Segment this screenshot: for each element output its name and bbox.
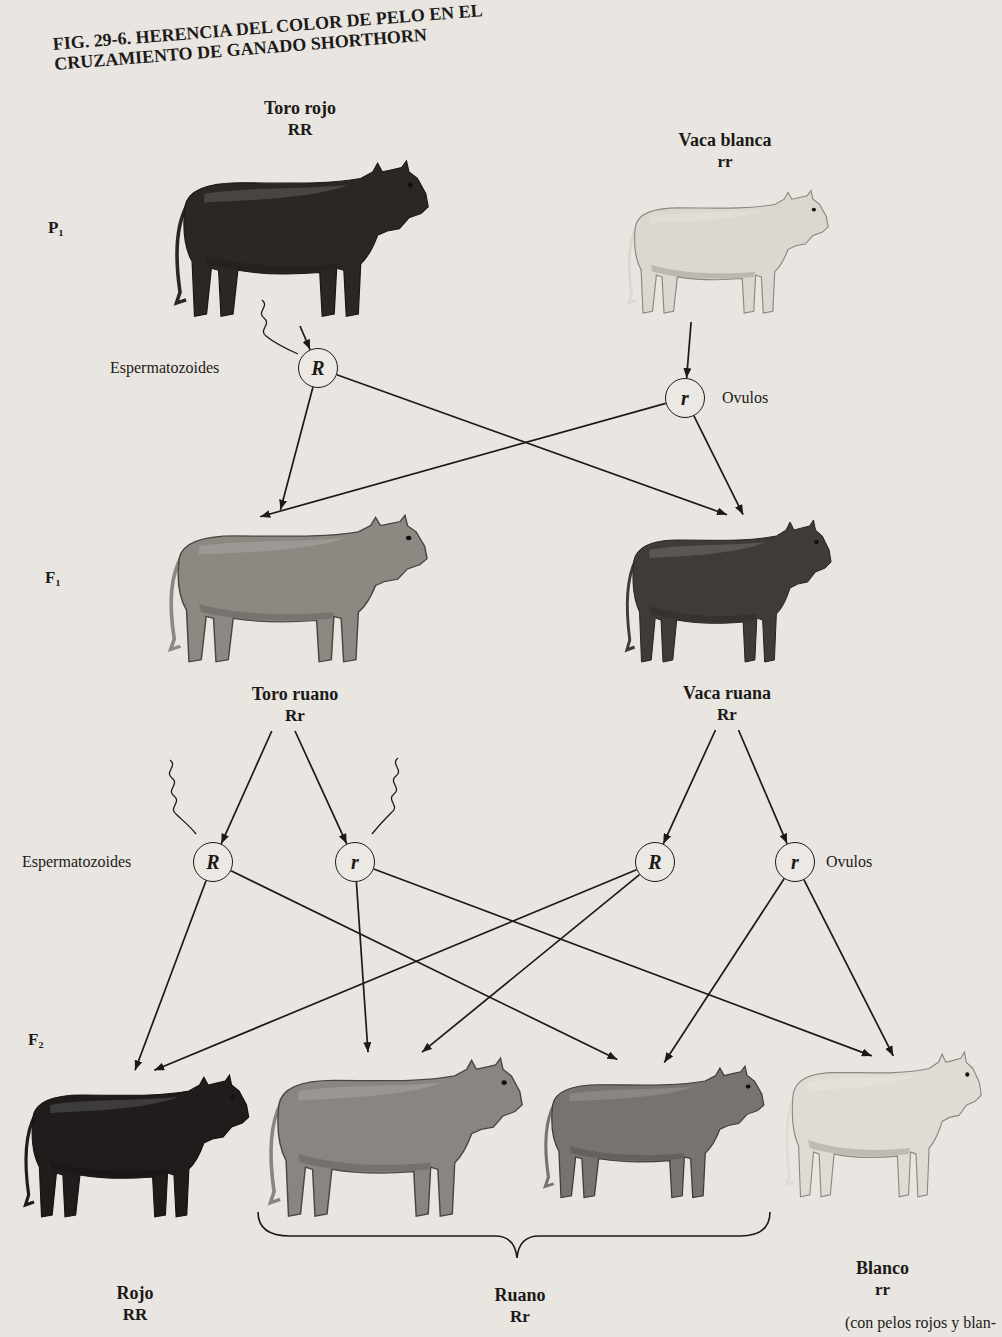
phenotype-label: Rojo bbox=[117, 1283, 154, 1304]
inheritance-arrow bbox=[295, 731, 347, 844]
generation-label: F₁ bbox=[45, 568, 60, 587]
gamete-circle: r bbox=[665, 378, 705, 418]
allele-letter: r bbox=[351, 852, 359, 872]
genotype-label: Rr bbox=[285, 705, 305, 726]
animal-figure: Vaca blancarr bbox=[612, 130, 838, 322]
sperm-tail bbox=[169, 760, 196, 834]
gamete-circle: R bbox=[193, 842, 233, 882]
inheritance-arrow bbox=[356, 882, 368, 1052]
genotype-label: RR bbox=[123, 1304, 148, 1325]
animal-figure: RojoRR bbox=[15, 1065, 255, 1330]
allele-letter: r bbox=[681, 388, 689, 408]
gamete-circle: R bbox=[298, 348, 338, 388]
gamete-circle: r bbox=[775, 842, 815, 882]
allele-letter: R bbox=[648, 852, 661, 872]
inheritance-arrow bbox=[337, 375, 727, 515]
gamete-type-label: Ovulos bbox=[826, 852, 872, 871]
roan-bull bbox=[171, 515, 428, 661]
genotype-label: RR bbox=[288, 119, 313, 140]
animal-figure: Vaca ruanaRr bbox=[612, 508, 842, 730]
animal-figure: Toro ruanoRr bbox=[150, 503, 440, 731]
phenotype-label: Toro rojo bbox=[264, 98, 336, 119]
inheritance-arrow bbox=[300, 326, 310, 350]
inheritance-arrow bbox=[231, 871, 617, 1060]
phenotype-label: Blanco bbox=[856, 1258, 909, 1279]
inheritance-arrow bbox=[804, 880, 893, 1056]
allele-letter: R bbox=[206, 852, 219, 872]
roan-cow bbox=[627, 520, 831, 662]
sperm-tail bbox=[372, 758, 399, 834]
page-text: (con pelos rojos y blan- bbox=[845, 1313, 996, 1332]
allele-letter: r bbox=[791, 852, 799, 872]
genotype-label: Rr bbox=[510, 1306, 530, 1327]
generation-label: P₁ bbox=[48, 218, 63, 237]
gamete-type-label: Ovulos bbox=[722, 388, 768, 407]
red-bull bbox=[176, 161, 428, 316]
inheritance-arrow bbox=[154, 870, 636, 1071]
inheritance-arrow bbox=[663, 730, 715, 844]
inheritance-arrow bbox=[422, 875, 640, 1053]
figure-title: FIG. 29-6. HERENCIA DEL COLOR DE PELO EN… bbox=[52, 0, 579, 74]
phenotype-label: Vaca ruana bbox=[683, 683, 771, 704]
inheritance-arrow bbox=[687, 322, 692, 378]
inheritance-arrow bbox=[694, 416, 743, 515]
inheritance-arrow bbox=[260, 403, 666, 516]
genotype-label: rr bbox=[875, 1279, 890, 1300]
phenotype-label: Toro ruano bbox=[252, 684, 339, 705]
phenotype-label: Ruano bbox=[494, 1285, 545, 1306]
red-offspring bbox=[25, 1075, 248, 1217]
inheritance-arrow bbox=[664, 879, 784, 1063]
allele-letter: R bbox=[311, 358, 324, 378]
inheritance-arrow bbox=[739, 730, 788, 844]
genotype-label: Rr bbox=[717, 704, 737, 725]
animal-figure: Blancorr bbox=[775, 1040, 990, 1305]
generation-label: F₂ bbox=[28, 1030, 43, 1049]
roan-offspring bbox=[545, 1066, 764, 1197]
inheritance-arrow bbox=[374, 869, 872, 1056]
animal-figure: Toro rojoRR bbox=[160, 98, 440, 326]
animal-figure bbox=[260, 1045, 530, 1225]
white-offspring bbox=[787, 1052, 982, 1197]
inheritance-arrow bbox=[281, 387, 313, 510]
group-bracket bbox=[258, 1212, 770, 1258]
roan-offspring bbox=[270, 1058, 522, 1216]
gamete-circle: r bbox=[335, 842, 375, 882]
gamete-type-label: Espermatozoides bbox=[110, 358, 219, 377]
white-cow bbox=[629, 191, 829, 313]
gamete-circle: R bbox=[635, 842, 675, 882]
sperm-tail bbox=[261, 300, 298, 354]
inheritance-arrow bbox=[135, 881, 206, 1071]
phenotype-label: Vaca blanca bbox=[679, 130, 772, 151]
genotype-label: rr bbox=[717, 151, 732, 172]
inheritance-arrow bbox=[221, 731, 272, 844]
gamete-type-label: Espermatozoides bbox=[22, 852, 131, 871]
animal-group: RuanoRr bbox=[255, 1040, 785, 1332]
animal-figure bbox=[535, 1055, 770, 1205]
